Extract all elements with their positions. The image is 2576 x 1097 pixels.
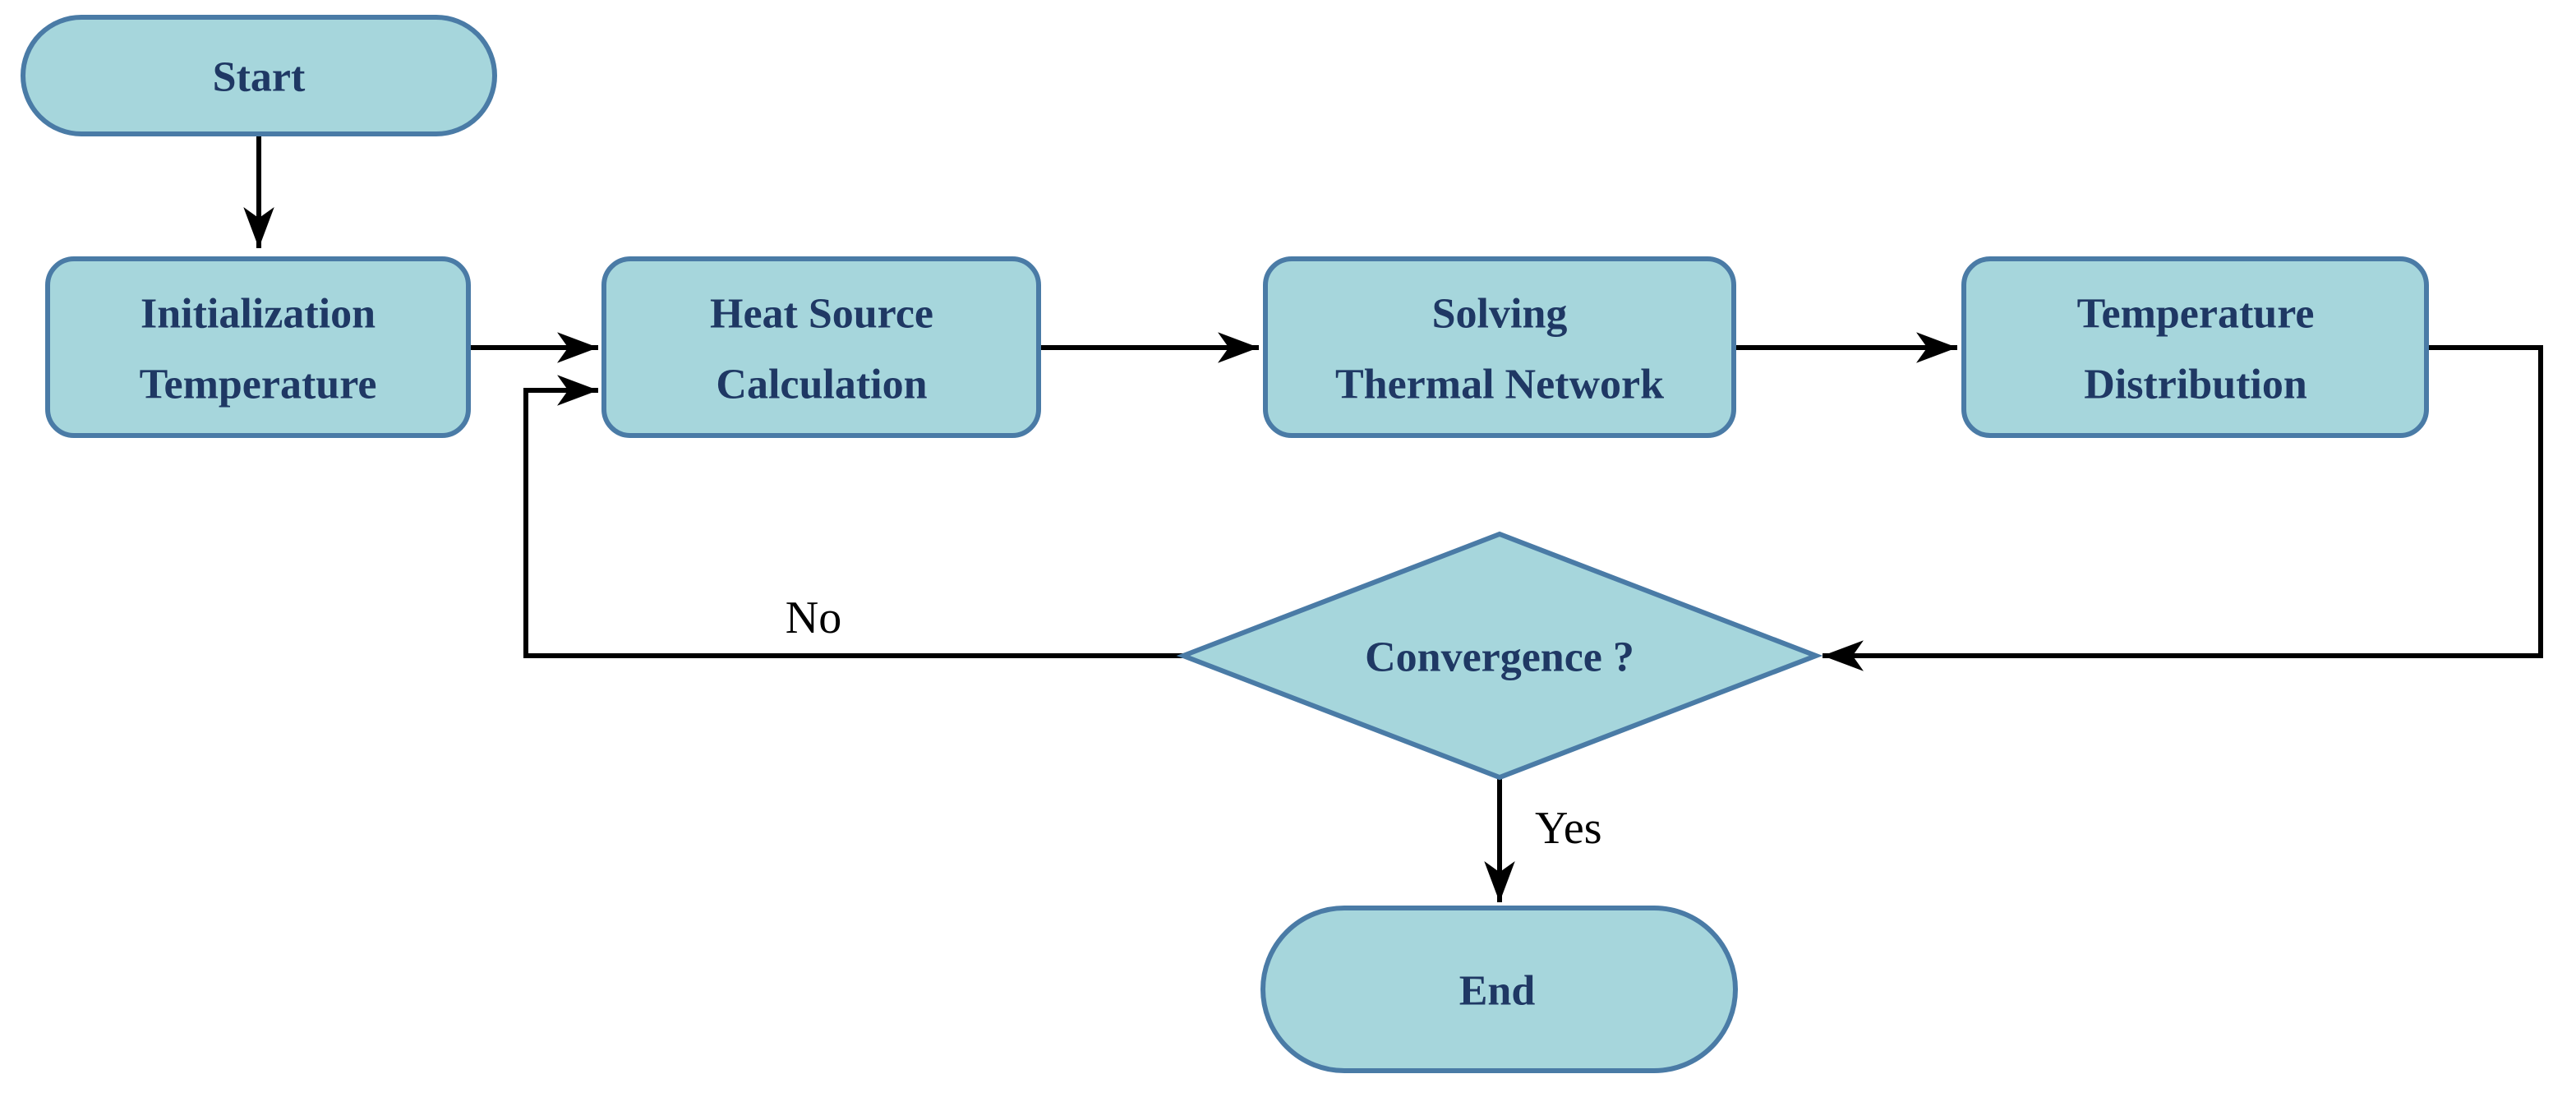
convergence-decision-shape: [1176, 531, 1823, 781]
initialization-temperature-label-line1: Initialization: [141, 291, 376, 338]
temperature-distribution-shape: [1961, 256, 2429, 438]
solving-thermal-network-node: Solving Thermal Network: [1263, 256, 1736, 438]
initialization-temperature-shape: [45, 256, 471, 438]
arrow-convergence-no-to-heat-source: [523, 375, 1183, 658]
solving-thermal-network-label-line2: Thermal Network: [1335, 362, 1664, 408]
temperature-distribution-label-line1: Temperature: [2077, 291, 2315, 338]
yes-edge-label: Yes: [1535, 803, 1601, 854]
temperature-distribution-label-line2: Distribution: [2084, 362, 2307, 408]
solving-thermal-network-shape: [1263, 256, 1736, 438]
start-node-label: Start: [213, 54, 306, 101]
initialization-temperature-node: Initialization Temperature: [45, 256, 471, 438]
heat-source-calculation-label-line2: Calculation: [716, 362, 927, 408]
start-node-shape: [21, 15, 497, 136]
heat-source-calculation-shape: [601, 256, 1041, 438]
start-node: Start: [21, 15, 497, 136]
end-node: End: [1260, 906, 1738, 1073]
heat-source-calculation-node: Heat Source Calculation: [601, 256, 1041, 438]
end-node-shape: [1260, 906, 1738, 1073]
convergence-decision-label: Convergence ?: [1365, 634, 1634, 681]
end-node-label: End: [1459, 968, 1536, 1015]
solving-thermal-network-label-line1: Solving: [1432, 291, 1568, 338]
temperature-distribution-node: Temperature Distribution: [1961, 256, 2429, 438]
heat-source-calculation-label-line1: Heat Source: [710, 291, 933, 338]
no-edge-label: No: [786, 592, 841, 643]
convergence-decision-node: Convergence ?: [1176, 531, 1823, 781]
arrow-temperature-distribution-to-convergence: [1823, 345, 2543, 671]
initialization-temperature-label-line2: Temperature: [140, 362, 377, 408]
